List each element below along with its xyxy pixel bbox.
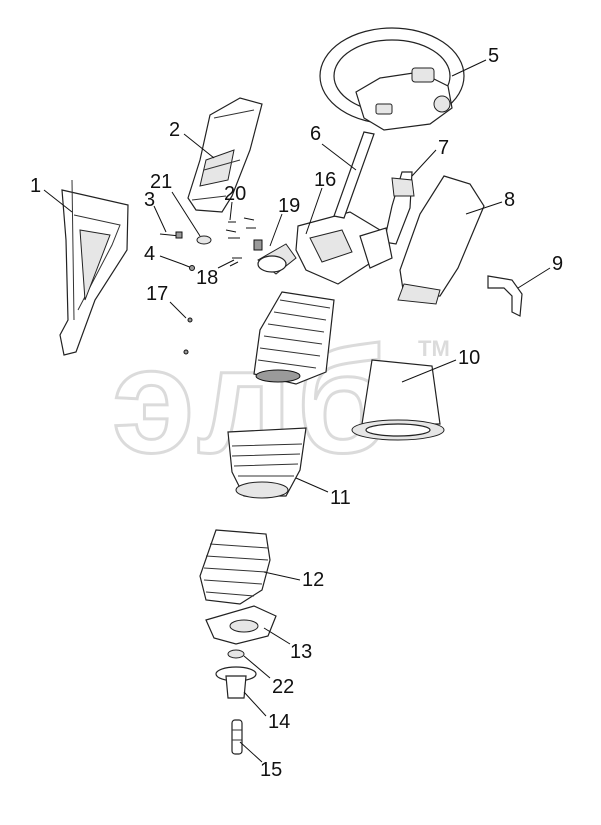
part-7-steering-column [359,171,415,269]
callout-16: 16 [314,169,336,191]
part-13-flange [205,605,277,645]
part-4-screw [181,263,195,271]
callout-17: 17 [146,283,168,305]
callout-22: 22 [272,676,294,698]
callout-4: 4 [144,243,155,265]
leader-6 [321,143,357,171]
watermark-trademark: TM [418,336,450,361]
leader-8 [465,201,503,215]
leader-13 [263,627,291,645]
callout-13: 13 [290,641,312,663]
leader-7 [411,149,437,177]
part-3-bolt [159,231,183,239]
leader-2 [183,133,215,159]
leader-15 [239,741,263,763]
leader-9 [517,267,551,289]
part-8-column-cover [397,175,485,305]
callout-8: 8 [504,189,515,211]
part-bellows-upper [253,291,335,385]
part-22-ring [227,649,245,659]
leader-3 [153,205,167,233]
callout-14: 14 [268,711,290,733]
part-15-pin [231,719,243,755]
callout-19: 19 [278,195,300,217]
part-14-bushing [215,666,257,699]
part-16-housing [295,211,381,285]
leader-19 [269,213,283,247]
part-5-steering-wheel [319,27,465,131]
callout-10: 10 [458,347,480,369]
part-1-side-panel [59,179,129,356]
watermark-logo: элб [112,316,395,484]
callout-21: 21 [150,171,172,193]
part-6-shaft [333,131,375,219]
leader-11 [295,477,329,493]
part-10-boot [351,359,445,441]
callout-11: 11 [330,487,351,509]
callout-5: 5 [488,45,499,67]
leader-lines [43,59,551,763]
callout-12: 12 [302,569,324,591]
part-2-bracket [187,97,263,213]
part-21-washer [196,235,212,245]
callout-2: 2 [169,119,180,141]
callout-1: 1 [30,175,41,197]
leader-17 [169,301,187,319]
leader-14 [243,691,267,717]
part-9-trim [487,275,523,317]
leader-10 [401,359,457,383]
leader-20 [229,201,233,221]
watermark: элб TM [111,315,450,486]
callout-labels: 1 2 3 4 5 6 7 8 9 10 11 12 13 14 15 16 1… [30,45,563,781]
part-19-switch [253,239,297,275]
leader-1 [43,189,73,213]
part-11-bellows [227,427,307,499]
callout-18: 18 [196,267,218,289]
leader-5 [451,59,487,77]
callout-7: 7 [438,137,449,159]
callout-3: 3 [144,189,155,211]
part-12-bellows [199,529,271,605]
leader-16 [305,187,323,235]
callout-9: 9 [552,253,563,275]
leader-21 [171,191,201,237]
callout-6: 6 [310,123,321,145]
leader-22 [243,655,271,679]
leader-18 [217,259,235,269]
part-20-bolts [225,217,256,239]
callout-20: 20 [224,183,246,205]
leader-4 [159,255,183,265]
callout-15: 15 [260,759,282,781]
part-17-screws [183,317,193,355]
leader-12 [263,571,301,581]
part-18-screws [229,257,242,267]
